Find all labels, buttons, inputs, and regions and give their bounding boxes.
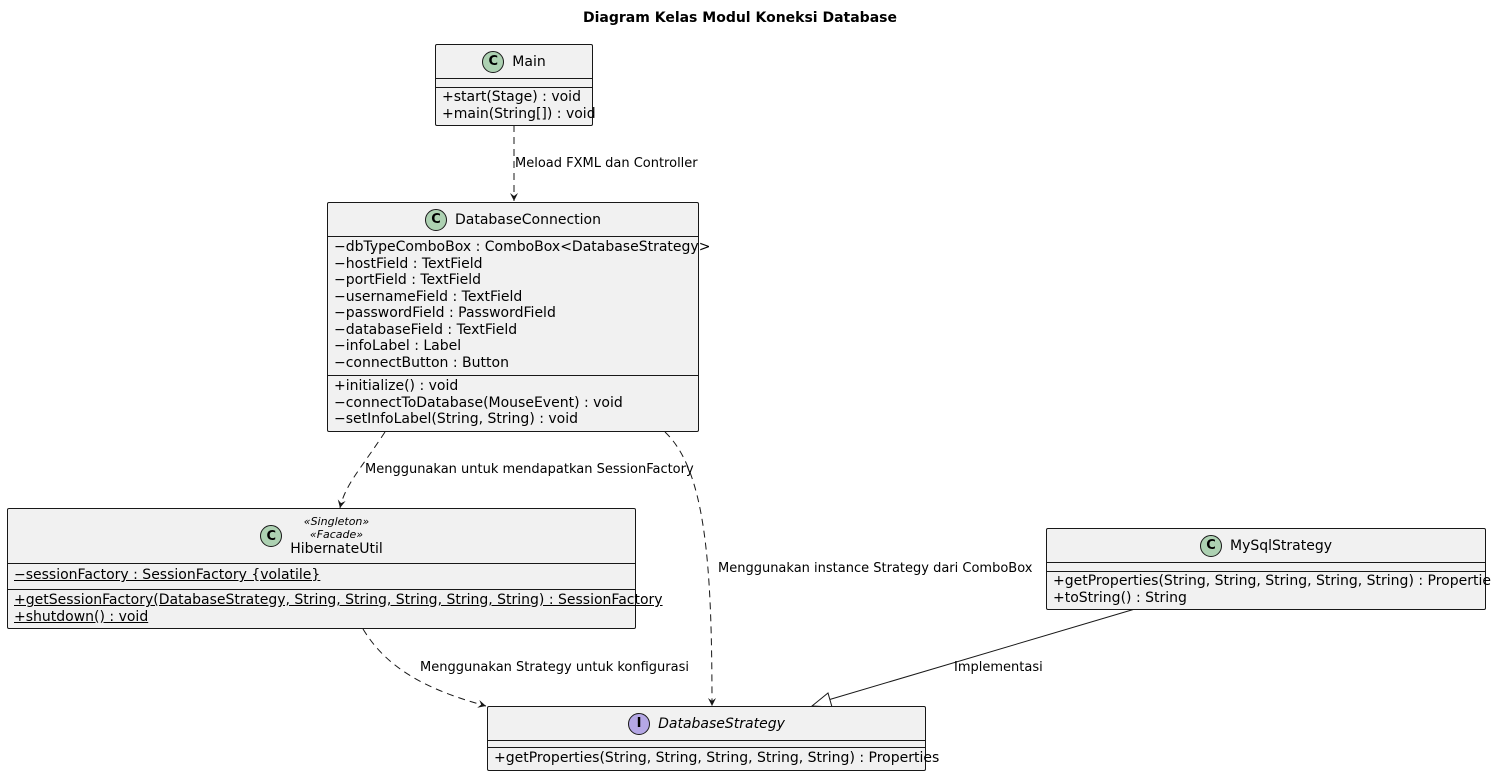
- method: +toString() : String: [1053, 589, 1187, 606]
- class-badge-icon: C: [482, 50, 505, 73]
- edge-hibernate-to-strategy: [362, 628, 487, 708]
- relation-label: Meload FXML dan Controller: [515, 156, 698, 171]
- edge-dbconn-to-hibernate: [337, 431, 386, 509]
- field: −portField : TextField: [334, 272, 481, 288]
- class-badge-icon: C: [424, 208, 447, 231]
- interface-badge-icon: I: [628, 712, 651, 735]
- fields-list: −sessionFactory : SessionFactory {volati…: [14, 567, 631, 584]
- class-name: Main: [512, 53, 546, 70]
- class-badge-icon: C: [1199, 534, 1222, 557]
- interface-database-strategy[interactable]: I DatabaseStrategy +getProperties(String…: [487, 706, 940, 771]
- methods-list: +start(Stage) : void +main(String[]) : v…: [442, 89, 596, 122]
- fields-list: −dbTypeComboBox : ComboBox<DatabaseStrat…: [334, 239, 711, 371]
- class-main[interactable]: C Main +start(Stage) : void +main(String…: [435, 44, 596, 126]
- method: +getSessionFactory(DatabaseStrategy, Str…: [14, 592, 663, 608]
- method: +main(String[]) : void: [442, 105, 596, 122]
- class-name: MySqlStrategy: [1229, 537, 1332, 554]
- field: −connectButton : Button: [334, 354, 509, 371]
- interface-name: DatabaseStrategy: [658, 715, 785, 732]
- field: −databaseField : TextField: [334, 321, 518, 338]
- method: +initialize() : void: [334, 378, 459, 394]
- class-name: DatabaseConnection: [454, 211, 601, 228]
- field: −infoLabel : Label: [334, 338, 462, 354]
- methods-list: +initialize() : void −connectToDatabase(…: [334, 378, 694, 428]
- method: +shutdown() : void: [14, 608, 149, 625]
- relation-label: Menggunakan untuk mendapatkan SessionFac…: [365, 462, 694, 477]
- diagram-title: Diagram Kelas Modul Koneksi Database: [583, 10, 897, 26]
- field: −sessionFactory : SessionFactory {volati…: [14, 567, 321, 583]
- realization-arrowhead: [810, 692, 833, 708]
- stereotype-label: «Singleton»: [303, 514, 370, 528]
- stereotype-label: «Facade»: [309, 527, 364, 541]
- method: −connectToDatabase(MouseEvent) : void: [334, 394, 623, 411]
- field: −hostField : TextField: [334, 255, 483, 272]
- field: −dbTypeComboBox : ComboBox<DatabaseStrat…: [334, 239, 711, 255]
- class-name: HibernateUtil: [290, 540, 383, 557]
- field: −passwordField : PasswordField: [334, 305, 556, 321]
- methods-list: +getProperties(String, String, String, S…: [1053, 573, 1491, 606]
- class-database-connection[interactable]: C DatabaseConnection −dbTypeComboBox : C…: [327, 202, 711, 432]
- class-badge-icon: C: [260, 525, 283, 547]
- relation-label: Menggunakan Strategy untuk konfigurasi: [420, 660, 689, 675]
- method: +start(Stage) : void: [442, 89, 581, 105]
- class-mysql-strategy[interactable]: C MySqlStrategy +getProperties(String, S…: [1046, 528, 1491, 610]
- method: −setInfoLabel(String, String) : void: [334, 411, 579, 427]
- edge-dbconn-to-strategy: [664, 431, 716, 707]
- edge-mysql-implements-strategy: [827, 608, 1136, 701]
- field: −usernameField : TextField: [334, 288, 523, 305]
- methods-list: +getProperties(String, String, String, S…: [494, 750, 940, 767]
- method: +getProperties(String, String, String, S…: [494, 750, 940, 766]
- relation-label: Implementasi: [954, 660, 1043, 675]
- class-hibernate-util[interactable]: C «Singleton» «Facade» HibernateUtil −se…: [7, 508, 663, 629]
- relation-label: Menggunakan instance Strategy dari Combo…: [718, 561, 1033, 576]
- method: +getProperties(String, String, String, S…: [1053, 573, 1491, 589]
- methods-list: +getSessionFactory(DatabaseStrategy, Str…: [14, 592, 663, 625]
